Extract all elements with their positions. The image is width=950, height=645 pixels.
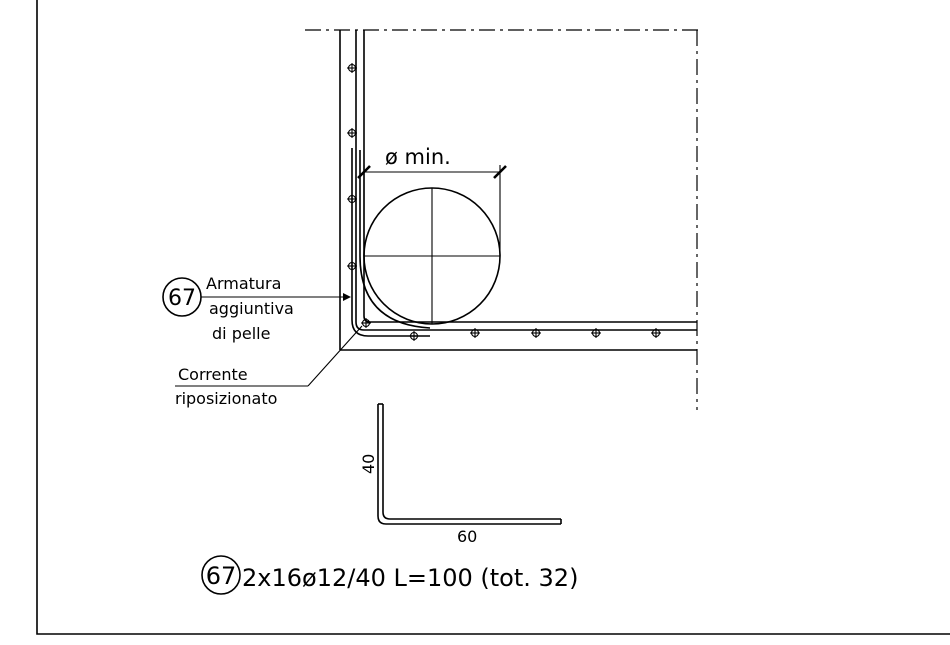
bar-schedule-text: 2x16ø12/40 L=100 (tot. 32) [242, 564, 578, 592]
bar-shape-outer [377, 404, 561, 525]
main-rebar [355, 30, 697, 331]
leg-horizontal-label: 60 [457, 527, 477, 546]
frame-border [36, 0, 950, 635]
corrente-leader [307, 325, 363, 387]
bar-mark-67-label: 67 [168, 286, 196, 311]
corrente-label-2: riposizionato [175, 389, 277, 408]
corrente-label-1: Corrente [178, 365, 248, 384]
bar-mark-67-bottom-label: 67 [206, 562, 237, 590]
bar-shape-inner [382, 404, 561, 520]
dim-tick-right [493, 165, 507, 179]
bar-mark-67-bottom-circle [201, 555, 241, 595]
main-rebar-inner [363, 30, 697, 323]
dim-tick-left [357, 165, 371, 179]
skin-rebar-67-bend [359, 150, 431, 329]
diameter-min-label: ø min. [385, 145, 451, 169]
bottom-bar-markers [409, 328, 661, 341]
armatura-arrow [343, 293, 351, 301]
leg-vertical-label: 40 [359, 454, 378, 474]
left-bar-markers [347, 63, 371, 328]
armatura-label-1: Armatura [206, 274, 281, 293]
armatura-label-2: aggiuntiva [209, 299, 294, 318]
armatura-label-3: di pelle [212, 324, 270, 343]
